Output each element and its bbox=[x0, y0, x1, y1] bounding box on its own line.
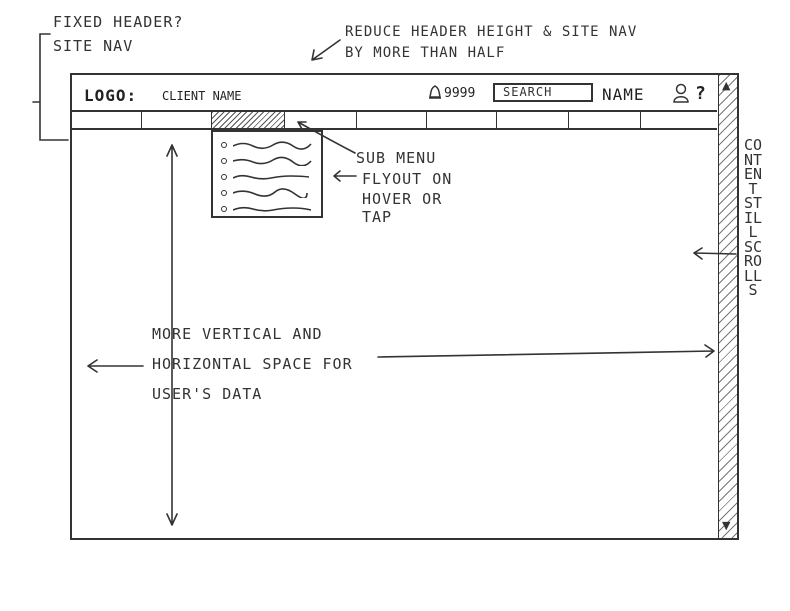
horizontal-space-arrow-right bbox=[377, 344, 715, 358]
vertical-space-arrow bbox=[166, 144, 178, 526]
submenu-note-line3: HOVER OR bbox=[362, 190, 443, 208]
horizontal-space-arrow-left bbox=[87, 359, 144, 373]
scroll-note: CONTENT STILL SCROLLS bbox=[743, 136, 763, 299]
triangle-up-icon[interactable]: ▲ bbox=[722, 79, 731, 92]
bell-icon[interactable] bbox=[428, 85, 442, 101]
space-note-line2: HORIZONTAL SPACE FOR bbox=[152, 355, 353, 373]
fixed-header-note-line1: FIXED HEADER? bbox=[53, 13, 184, 31]
nav-tab[interactable] bbox=[142, 112, 212, 128]
reduce-header-arrow bbox=[311, 39, 341, 61]
submenu-item[interactable] bbox=[221, 172, 311, 182]
submenu-arrow bbox=[333, 170, 357, 182]
submenu-note-line2: FLYOUT ON bbox=[362, 170, 453, 188]
nav-tab[interactable] bbox=[357, 112, 427, 128]
nav-tab-active[interactable] bbox=[212, 112, 285, 128]
user-icon[interactable] bbox=[672, 83, 690, 103]
scroll-arrow bbox=[693, 247, 737, 260]
app-window-frame bbox=[70, 73, 739, 540]
space-note-line1: MORE VERTICAL AND bbox=[152, 325, 323, 343]
reduce-header-note-line1: REDUCE HEADER HEIGHT & SITE NAV bbox=[345, 24, 638, 40]
submenu-item[interactable] bbox=[221, 204, 312, 214]
help-icon[interactable]: ? bbox=[695, 83, 706, 104]
notification-count: 9999 bbox=[444, 86, 476, 101]
submenu-flyout bbox=[211, 130, 323, 218]
logo[interactable]: LOGO: bbox=[84, 86, 138, 105]
reduce-header-note-line2: BY MORE THAN HALF bbox=[345, 45, 506, 61]
nav-tab[interactable] bbox=[569, 112, 641, 128]
search-input[interactable]: SEARCH bbox=[493, 83, 593, 102]
nav-tab[interactable] bbox=[497, 112, 569, 128]
submenu-item[interactable] bbox=[221, 156, 312, 166]
client-name: CLIENT NAME bbox=[162, 89, 242, 103]
scrollbar[interactable]: ▲ ▼ bbox=[718, 75, 737, 538]
fixed-header-bracket bbox=[32, 33, 69, 141]
fixed-header-note-line2: SITE NAV bbox=[53, 37, 134, 55]
active-tab-arrow bbox=[297, 121, 356, 154]
submenu-item[interactable] bbox=[221, 140, 312, 150]
site-nav bbox=[72, 110, 717, 130]
triangle-down-icon[interactable]: ▼ bbox=[722, 519, 731, 532]
submenu-note-line4: TAP bbox=[362, 208, 393, 226]
submenu-note-line1: SUB MENU bbox=[356, 149, 437, 167]
nav-tab[interactable] bbox=[72, 112, 142, 128]
submenu-item[interactable] bbox=[221, 188, 311, 198]
user-name[interactable]: NAME bbox=[602, 85, 645, 104]
space-note-line3: USER'S DATA bbox=[152, 385, 263, 403]
nav-tab[interactable] bbox=[285, 112, 357, 128]
nav-tab[interactable] bbox=[427, 112, 497, 128]
